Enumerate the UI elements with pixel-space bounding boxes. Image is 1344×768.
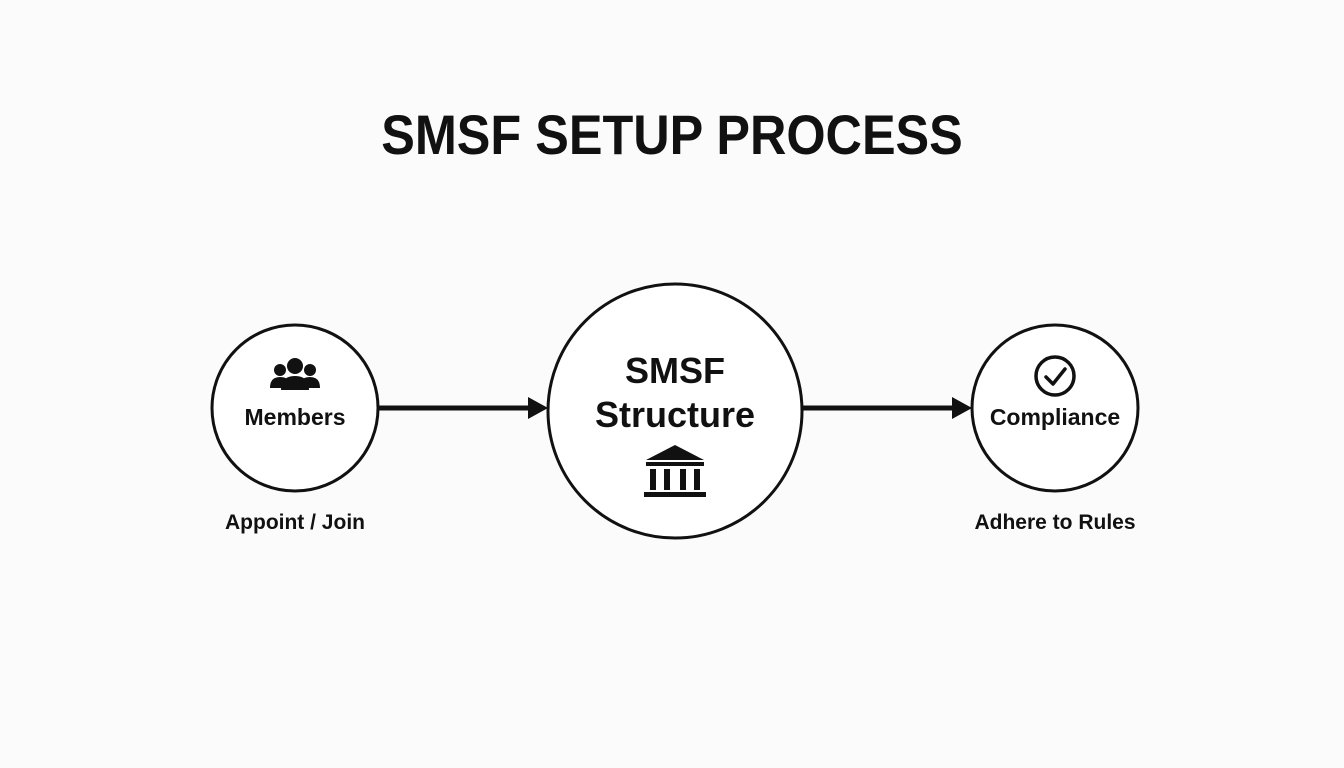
members-caption: Appoint / Join [225, 511, 365, 534]
page-title: SMSF SETUP PROCESS [381, 103, 963, 166]
smsf-structure-label: SMSF Structure [552, 349, 798, 437]
smsf-structure-node [546, 282, 804, 540]
members-label: Members [244, 404, 346, 430]
arrow-members-to-structure [378, 397, 548, 419]
compliance-node [970, 323, 1140, 493]
smsf-structure-label-line2: Structure [594, 394, 756, 435]
compliance-caption: Adhere to Rules [974, 511, 1136, 534]
check-circle-icon [1034, 355, 1076, 397]
bank-building-icon [644, 445, 706, 497]
smsf-structure-label-line1: SMSF [624, 350, 725, 391]
arrow-structure-to-compliance [803, 397, 972, 419]
people-group-icon [270, 358, 320, 390]
compliance-label: Compliance [989, 404, 1121, 430]
